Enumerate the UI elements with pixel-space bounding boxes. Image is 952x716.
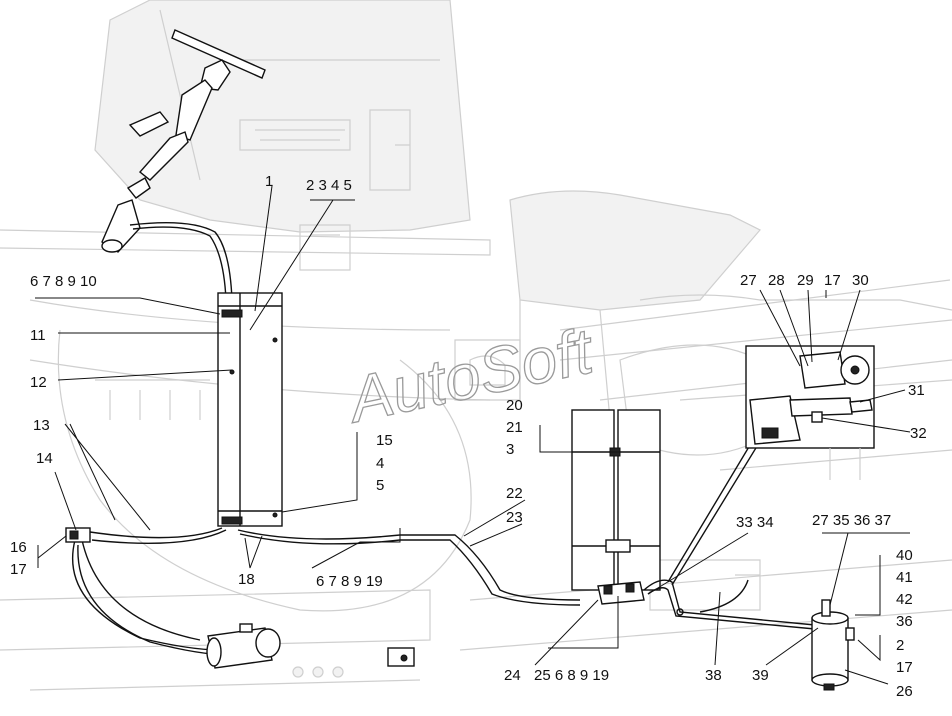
callout-1: 1 [265,173,273,190]
leader-lines [35,185,911,685]
callout-40: 40 [896,547,913,564]
callout-12: 12 [30,374,47,391]
callout-13: 13 [33,417,50,434]
callout-25-19-bottom: 25 6 8 9 19 [534,667,609,684]
callout-labels: 1 2 3 4 5 6 7 8 9 10 11 12 13 14 15 4 5 … [10,173,927,700]
callout-32: 32 [910,425,927,442]
callout-33-34: 33 34 [736,514,774,531]
callout-41: 41 [896,569,913,586]
callout-6-19-mid: 6 7 8 9 19 [316,573,383,590]
left-connector [65,527,91,543]
battery-pack [571,409,661,591]
callout-29: 29 [797,272,814,289]
callout-2-right: 2 [896,637,904,654]
callout-16: 16 [10,539,27,556]
callout-38: 38 [705,667,722,684]
callout-27a: 27 [740,272,757,289]
callout-28: 28 [768,272,785,289]
callout-27-37: 27 35 36 37 [812,512,891,529]
callout-26: 26 [896,683,913,700]
callout-36: 36 [896,613,913,630]
background-cab-outline [0,0,491,691]
callout-24: 24 [504,667,521,684]
bottom-right-cylinder [811,599,855,691]
callout-20: 20 [506,397,523,414]
callout-3: 3 [506,441,514,458]
callout-21: 21 [506,419,523,436]
callout-39: 39 [752,667,769,684]
callout-6-10-left: 6 7 8 9 10 [30,273,97,290]
callout-17-right: 17 [896,659,913,676]
callout-30: 30 [852,272,869,289]
steering-column [101,29,266,253]
battery-switch [597,419,816,630]
callout-22: 22 [506,485,523,502]
callout-42: 42 [896,591,913,608]
callout-23: 23 [506,509,523,526]
callout-4: 4 [376,455,384,472]
callout-17-left: 17 [10,561,27,578]
bottom-left-component [206,623,415,678]
starter-detail-box [745,345,875,480]
harness-lower-left [71,527,581,656]
callout-18: 18 [238,571,255,588]
callout-15: 15 [376,432,393,449]
callout-14: 14 [36,450,53,467]
watermark-text: AutoSoft [339,314,600,437]
callout-31: 31 [908,382,925,399]
callout-2-5: 2 3 4 5 [306,177,352,194]
callout-17a: 17 [824,272,841,289]
background-engine-outline [454,190,952,651]
central-harness-panel [217,292,283,527]
harness-upper [129,221,233,301]
callout-11: 11 [30,327,46,344]
callout-5: 5 [376,477,384,494]
